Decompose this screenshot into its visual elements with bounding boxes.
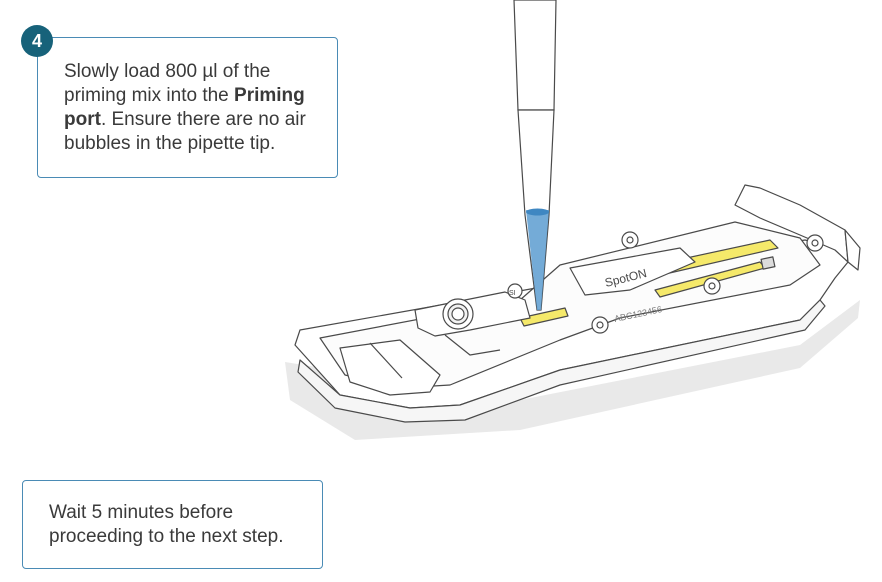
screw <box>704 278 720 294</box>
wait-note-box: Wait 5 minutes before proceeding to the … <box>22 480 323 569</box>
wait-note-text: Wait 5 minutes before proceeding to the … <box>49 502 284 547</box>
step-instruction-box: Slowly load 800 µl of the priming mix in… <box>37 37 338 178</box>
screw <box>807 235 823 251</box>
barcode-patch <box>761 257 775 269</box>
step-text-2: . Ensure there are no air bubbles in the… <box>64 109 306 154</box>
pipette <box>514 0 556 310</box>
step-number-badge: 4 <box>21 25 53 57</box>
pipette-barrel <box>514 0 556 110</box>
screw <box>622 232 638 248</box>
flow-cell: SpotON SI ABC123456 <box>295 185 860 422</box>
port-marker-label: SI <box>509 290 516 297</box>
screw <box>592 317 608 333</box>
